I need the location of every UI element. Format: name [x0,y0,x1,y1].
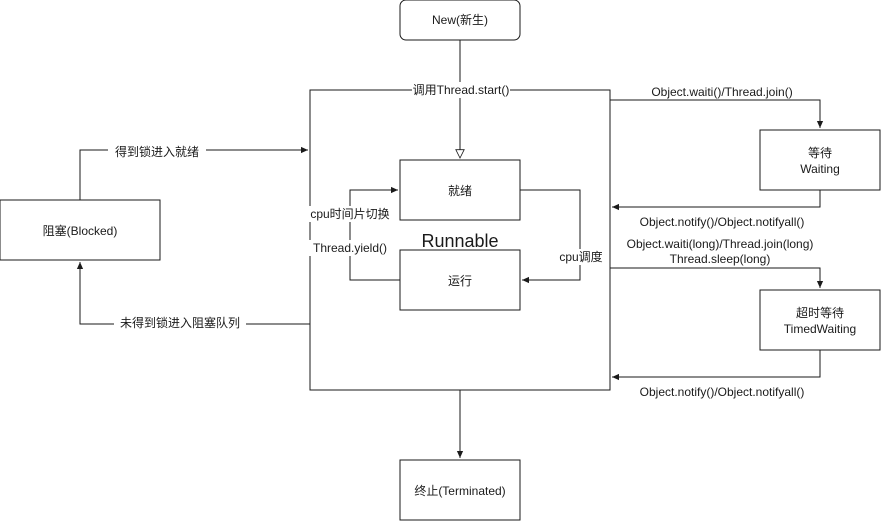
timed-waiting-node-label-1: 超时等待 [796,305,844,320]
edge-wait-long-label-2: Thread.sleep(long) [670,252,771,266]
edge-no-lock-label-bg [114,315,246,331]
edge-wait-join-label: Object.waiti()/Thread.join() [651,85,792,99]
blocked-node-label: 阻塞(Blocked) [43,223,118,238]
timed-waiting-node-label-2: TimedWaiting [784,322,856,336]
edge-schedule-label-bg [556,249,606,265]
edge-wait-long [610,267,824,288]
runnable-label: Runnable [421,231,498,251]
edge-get-lock [79,146,308,200]
edge-notify-2-label: Object.notify()/Object.notifyall() [640,385,805,399]
waiting-node [759,129,881,191]
edge-start-label: 调用Thread.start() [413,83,510,97]
edge-get-lock-label-bg [108,144,206,160]
timed-waiting-node [759,289,881,351]
terminated-node [399,459,521,521]
edge-start-label-bg [412,82,510,98]
new-node-label: New(新生) [432,12,488,27]
ready-node-label: 就绪 [448,184,472,198]
ready-node [399,159,521,221]
edge-time-slice-label: cpu时间片切换 [310,207,389,221]
edge-get-lock-label: 得到锁进入就绪 [115,144,199,159]
waiting-node-label-1: 等待 [808,146,832,160]
blocked-node [0,199,161,261]
edge-notify-1 [612,190,821,211]
edge-notify-1-label: Object.notify()/Object.notifyall() [640,215,805,229]
edge-schedule-label: cpu调度 [559,249,602,264]
running-node [399,249,521,311]
edge-notify-2 [612,350,821,381]
edge-no-lock-label: 未得到锁进入阻塞队列 [120,315,240,330]
edge-time-slice [349,186,400,281]
edge-yield-label: Thread.yield() [313,241,387,255]
edge-wait-long-label-1: Object.waiti(long)/Thread.join(long) [627,237,814,251]
waiting-node-label-2: Waiting [800,162,840,176]
edge-yield-label-bg [307,240,393,256]
edge-time-slice-label-bg [306,206,394,222]
edge-wait-join [610,99,824,128]
edge-schedule [520,189,581,284]
terminated-node-label: 终止(Terminated) [414,483,505,498]
running-node-label: 运行 [448,274,472,288]
edge-no-lock [76,262,310,325]
